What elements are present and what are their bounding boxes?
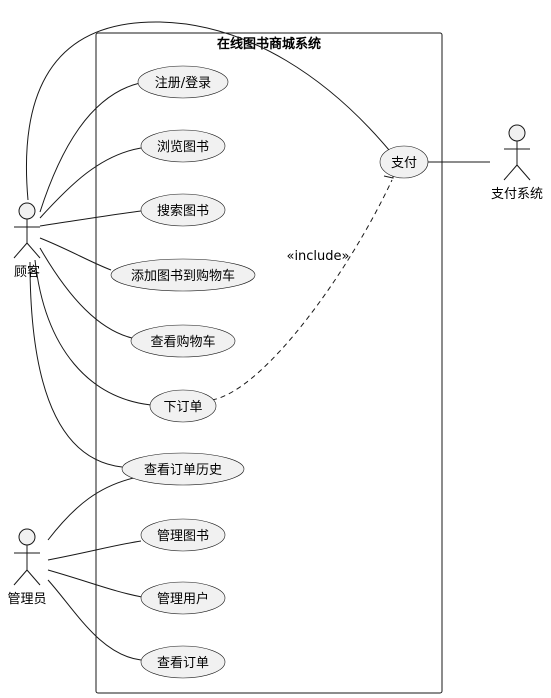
use-case-view-cart: 查看购物车	[130, 324, 236, 358]
assoc-admin-books	[47, 540, 142, 561]
use-case-manage-users: 管理用户	[140, 581, 226, 615]
actor-label-admin: 管理员	[7, 592, 46, 607]
actor-icon	[13, 528, 41, 586]
assoc-admin-orders	[47, 579, 142, 661]
use-case-label: 下订单	[163, 400, 202, 415]
actor-payment-system: 支付系统	[491, 124, 543, 202]
assoc-customer-browse	[39, 147, 142, 219]
assoc-customer-register	[39, 82, 141, 213]
use-case-label: 查看订单历史	[144, 462, 222, 478]
assoc-customer-payment	[25, 21, 390, 201]
assoc-customer-history	[29, 261, 123, 468]
assoc-customer-viewcart	[39, 247, 133, 339]
use-case-label: 管理图书	[157, 529, 209, 544]
assoc-customer-addcart	[39, 237, 112, 271]
include-label: «include»	[286, 249, 349, 264]
assoc-customer-order	[34, 259, 152, 406]
use-case-label: 查看购物车	[150, 334, 215, 350]
actor-icon	[503, 124, 531, 181]
use-case-register-login: 注册/登录	[137, 65, 229, 99]
assoc-customer-search	[39, 210, 142, 227]
use-case-place-order: 下订单	[149, 389, 217, 423]
actor-label-payment-system: 支付系统	[491, 187, 543, 202]
use-case-payment: 支付	[379, 145, 429, 179]
use-case-label: 查看订单	[157, 655, 209, 671]
actor-admin: 管理员	[7, 528, 47, 607]
system-title: 在线图书商城系统	[217, 36, 321, 52]
associations: «include»	[25, 21, 490, 661]
use-case-browse-books: 浏览图书	[140, 129, 226, 163]
use-case-add-to-cart: 添加图书到购物车	[110, 258, 256, 292]
use-case-label: 管理用户	[157, 591, 209, 607]
use-case-label: 支付	[391, 156, 417, 171]
system-boundary: 在线图书商城系统	[95, 32, 443, 694]
use-case-label: 搜索图书	[157, 204, 209, 219]
use-case-manage-books: 管理图书	[140, 518, 226, 552]
use-case-search-books: 搜索图书	[140, 193, 226, 227]
assoc-admin-history	[47, 476, 139, 541]
actor-icon	[13, 202, 41, 259]
use-case-label: 浏览图书	[157, 139, 209, 155]
assoc-admin-users	[47, 569, 143, 598]
use-case-label: 添加图书到购物车	[131, 268, 235, 284]
use-case-label: 注册/登录	[155, 76, 211, 91]
actor-customer: 顾客	[13, 202, 41, 280]
include-arrow	[211, 179, 393, 401]
use-case-view-order-history: 查看订单历史	[121, 452, 245, 486]
actor-label-customer: 顾客	[14, 264, 40, 280]
use-case-view-orders: 查看订单	[140, 645, 226, 679]
